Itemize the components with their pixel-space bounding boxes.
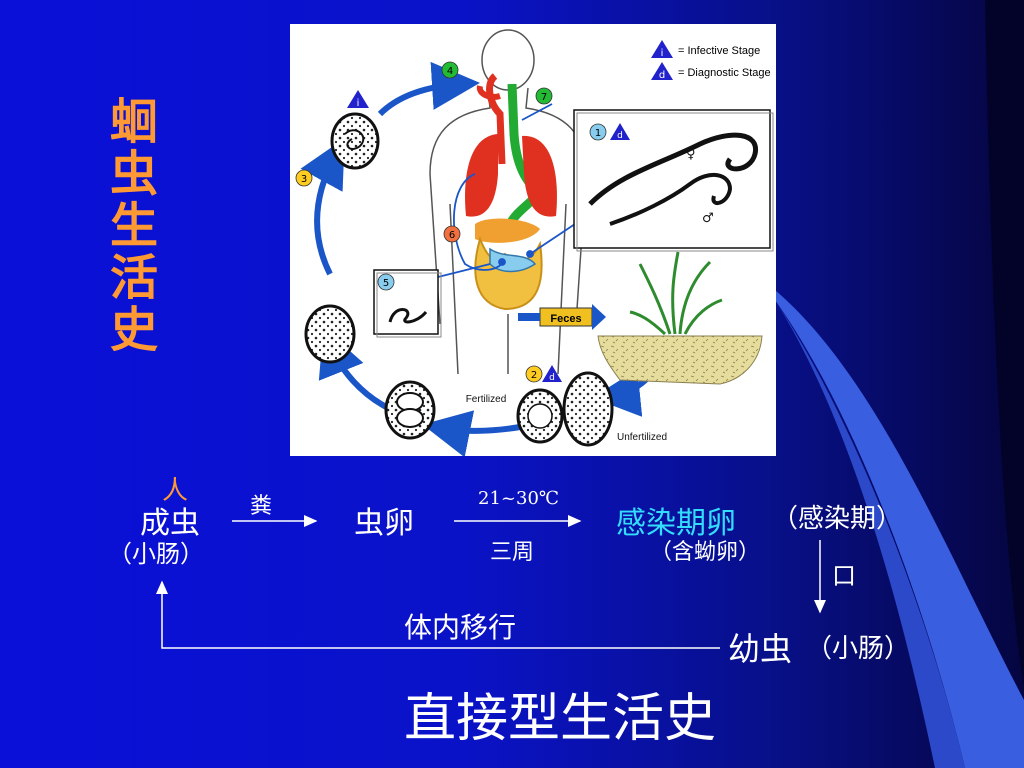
step-badge-6: 6 [443, 225, 461, 243]
title-char: 活 [109, 250, 158, 306]
step-badge-4-infective: i [347, 90, 369, 109]
vertical-title: 蛔 虫 生 活 史 [108, 96, 160, 356]
infective-stage-icon: i [651, 40, 673, 59]
duration-label: 三周 [490, 540, 535, 565]
swoosh-band-outer [775, 290, 1024, 768]
life-cycle-figure: i = Infective Stage d = Diagnostic Stage [290, 24, 776, 458]
egg-label: 虫卵 [354, 506, 414, 541]
male-symbol: ♂ [702, 211, 714, 226]
step-badge-5: 5 [377, 273, 395, 291]
svg-text:7: 7 [541, 92, 547, 103]
egg-embryonated-icon [304, 304, 356, 364]
step-badge-2: 2 d [525, 365, 562, 383]
legend-diagnostic-text: = Diagnostic Stage [678, 67, 771, 79]
feces-label: Feces [550, 313, 581, 325]
title-char: 生 [109, 198, 158, 254]
migration-path-icon [429, 103, 591, 280]
legend: i = Infective Stage d = Diagnostic Stage [651, 40, 771, 81]
female-symbol: ♀ [686, 147, 696, 162]
summary-title: 直接型生活史 [404, 689, 717, 749]
lung-left-icon [465, 134, 498, 217]
svg-text:5: 5 [383, 278, 389, 289]
host-label: 人 [162, 476, 189, 506]
step-badge-4: 4 [441, 61, 459, 79]
oral-route-label: 口 [832, 562, 856, 590]
feces-arrow: Feces [518, 304, 606, 330]
liver-icon [475, 218, 540, 243]
title-char: 虫 [109, 146, 158, 202]
svg-text:i: i [357, 98, 360, 109]
badge-d-text: d [659, 70, 665, 81]
step-badge-1: 1 d [589, 123, 630, 141]
egg-infective-icon [330, 112, 380, 170]
svg-text:1: 1 [595, 128, 601, 139]
larva-location-label: （小肠） [806, 634, 911, 664]
adult-worms-inset: ♀ ♂ [573, 109, 774, 252]
legend-infective-text: = Infective Stage [678, 45, 760, 57]
title-char: 史 [109, 302, 158, 358]
svg-text:3: 3 [301, 174, 307, 185]
egg-fertilized-icon [516, 388, 564, 444]
svg-text:4: 4 [447, 66, 453, 77]
step-badge-7: 7 [535, 87, 553, 105]
infective-stage-paren: （感染期） [772, 504, 903, 534]
diagnostic-stage-icon: d [651, 62, 673, 81]
svg-text:2: 2 [531, 370, 537, 381]
badge-i-text: i [661, 48, 664, 59]
infective-sub-label: （含蚴卵） [650, 540, 761, 565]
adult-location-label: （小肠） [108, 540, 204, 568]
larva-label: 幼虫 [728, 630, 793, 668]
step-badge-3: 3 [295, 169, 313, 187]
life-cycle-illustration: i = Infective Stage d = Diagnostic Stage [295, 29, 774, 458]
svg-text:6: 6 [449, 230, 455, 241]
fertilized-label: Fertilized [466, 394, 507, 405]
egg-two-cell-icon [384, 380, 436, 440]
feces-route-label: 粪 [250, 494, 273, 519]
lung-right-icon [522, 135, 557, 217]
migration-label: 体内移行 [404, 611, 517, 644]
title-char: 蛔 [109, 94, 158, 150]
adult-worm-label: 成虫 [140, 506, 200, 541]
arrow-larva-to-adult [156, 580, 720, 649]
svg-text:d: d [617, 131, 623, 141]
soil-grass-icon [597, 251, 763, 385]
svg-text:d: d [549, 373, 555, 383]
organs-icon [465, 73, 557, 311]
infective-egg-label: 感染期卵 [616, 506, 736, 541]
temperature-label: 21~30℃ [478, 488, 560, 509]
egg-unfertilized-icon [562, 371, 614, 447]
swoosh-band-inner [775, 300, 965, 768]
unfertilized-label: Unfertilized [617, 432, 667, 443]
dark-right-edge [985, 0, 1024, 690]
